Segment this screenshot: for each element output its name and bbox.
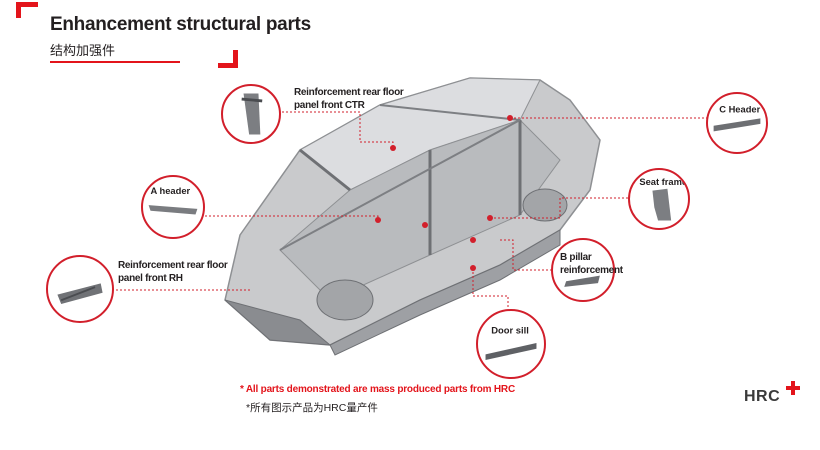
callout-image-seat-frame: Seat frame (628, 168, 690, 230)
car-wheel-arch-front (316, 279, 374, 321)
callout-image-rear-floor-rh (46, 255, 114, 323)
callout-image-door-sill: Door sill (476, 309, 546, 379)
callout-image-b-pillar (551, 238, 615, 302)
b-pillar-line1: B pillar (560, 252, 592, 263)
callout-label-rear-floor-ctr: Reinforcement rear floor panel front CTR (294, 86, 404, 112)
marker-rear-floor-ctr (390, 145, 396, 151)
part-b-pillar-icon (564, 275, 600, 287)
title-underline (50, 61, 180, 63)
page-subtitle: 结构加强件 (50, 43, 116, 58)
part-door-sill-icon: Door sill (485, 325, 537, 361)
car-roof-rail (379, 104, 521, 121)
door-sill-inline-text: Door sill (491, 325, 529, 336)
leader-b-pillar (500, 239, 555, 271)
marker-rear-floor-ctr-2 (422, 222, 428, 228)
leader-rear-floor-ctr (278, 111, 394, 148)
seat-frame-inline-text: Seat frame (639, 177, 687, 187)
leader-a-header (205, 215, 379, 220)
corner-bracket-top-left-h (16, 2, 38, 7)
rear-floor-rh-line1: Reinforcement rear floor (118, 260, 228, 271)
footnote-english: * All parts demonstrated are mass produc… (240, 384, 515, 395)
car-cross-member (279, 119, 521, 251)
callout-label-b-pillar: B pillar reinforcement (560, 251, 623, 277)
hrc-logo-plus-icon (786, 381, 800, 395)
rear-floor-ctr-line2: panel front CTR (294, 100, 365, 111)
part-seat-frame-icon: Seat frame (639, 177, 687, 221)
car-side-frame (329, 229, 561, 356)
footnote-chinese: *所有图示产品为HRC量产件 (246, 402, 378, 414)
callout-label-rear-floor-rh: Reinforcement rear floor panel front RH (118, 259, 228, 285)
corner-bracket-top-left (16, 2, 21, 18)
callout-image-rear-floor-ctr (221, 84, 281, 144)
part-c-header-icon: C Header (713, 105, 761, 132)
leader-door-sill (472, 268, 509, 308)
corner-bracket-bottom-right-h (218, 63, 238, 68)
part-rear-floor-rh-icon (57, 283, 103, 305)
part-a-header-icon: A header (148, 186, 198, 215)
marker-seat-frame (487, 215, 493, 221)
car-pillar-a (299, 148, 351, 192)
marker-c-header (507, 115, 513, 121)
a-header-inline-text: A header (151, 186, 191, 196)
marker-door-sill (470, 265, 476, 271)
marker-b-pillar (470, 237, 476, 243)
corner-bracket-bottom-right (233, 50, 238, 68)
b-pillar-line2: reinforcement (560, 265, 623, 276)
rear-floor-rh-line2: panel front RH (118, 273, 183, 284)
part-rear-floor-ctr-icon (241, 93, 263, 135)
callout-image-a-header: A header (141, 175, 205, 239)
callout-image-c-header: C Header (706, 92, 768, 154)
page-title: Enhancement structural parts (50, 14, 311, 35)
rear-floor-ctr-line1: Reinforcement rear floor (294, 87, 404, 98)
marker-a-header (375, 217, 381, 223)
c-header-inline-text: C Header (719, 105, 760, 115)
car-wheel-arch-rear (522, 188, 568, 222)
leader-seat-frame (490, 197, 630, 219)
hrc-logo-text: HRC (744, 388, 781, 405)
